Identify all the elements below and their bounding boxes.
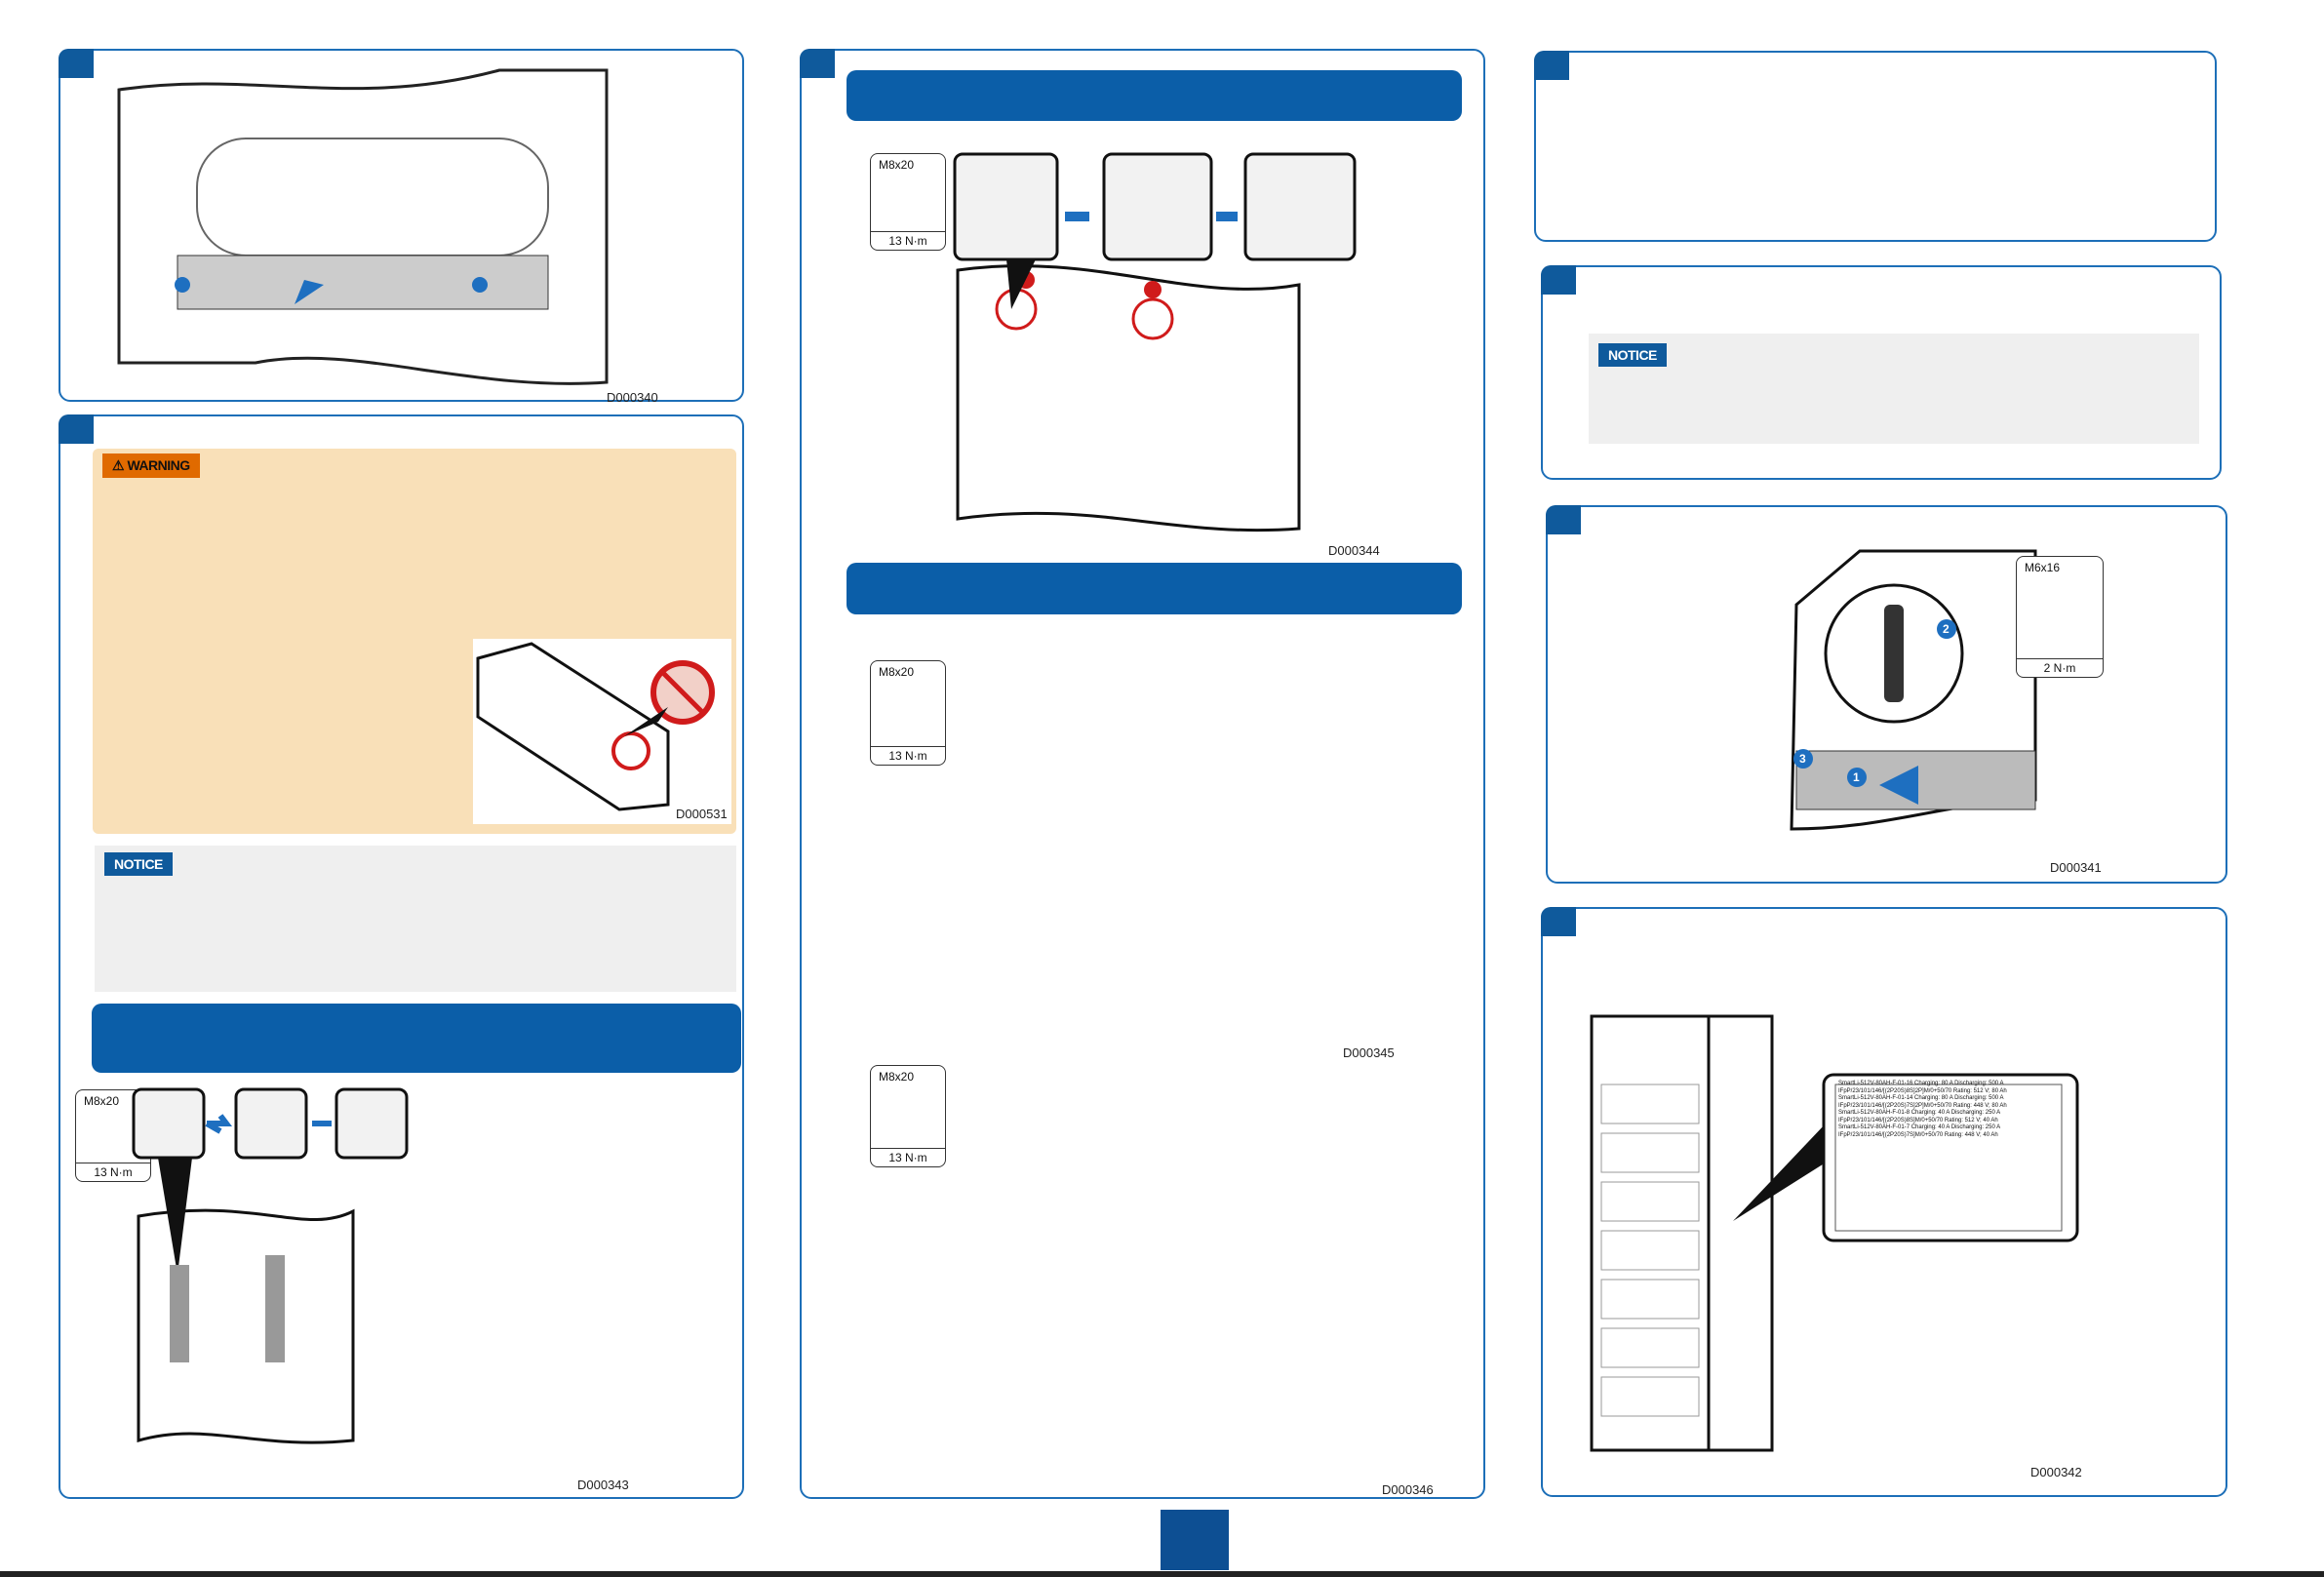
- step-marker: [59, 414, 94, 444]
- figure-id: D000346: [1382, 1482, 1434, 1497]
- step-panel-remove-cover: D000340: [59, 49, 744, 405]
- step-marker: [1541, 265, 1576, 295]
- bolt-size: M8x20: [879, 1070, 915, 1084]
- warning-badge: ⚠ WARNING: [102, 453, 200, 478]
- cabinet-cover-illustration: [117, 68, 609, 385]
- nameplate-row: IFpP/23/101/146/[(2P20S)8S]M/0+50/70 Rat…: [1838, 1117, 1998, 1124]
- figure-id: D000531: [676, 807, 728, 821]
- battery-module-illustration: D000531: [473, 639, 731, 824]
- nameplate-row: SmartLi-512V-80AH-F-01-16 Charging: 80 A…: [1838, 1081, 2004, 1086]
- nameplate-row: IFpP/23/101/146/[(2P20S)7S]M/0+50/70 Rat…: [1838, 1131, 1998, 1138]
- bolt-size: M8x20: [879, 158, 915, 172]
- figure-id: D000342: [2030, 1465, 2082, 1479]
- copper-bar-illustration: [132, 1087, 409, 1444]
- nameplate-row: SmartLi-512V-80AH-F-01-8 Charging: 40 A …: [1838, 1110, 2001, 1116]
- torque-value: 13 N·m: [871, 1148, 945, 1164]
- step-number-2: 2: [1943, 622, 1950, 636]
- section-banner-positive: [847, 70, 1462, 121]
- figure-id: D000340: [607, 390, 658, 405]
- figure-id: D000344: [1328, 543, 1380, 558]
- notice-badge: NOTICE: [1598, 343, 1667, 367]
- nameplate-row: SmartLi-512V-80AH-F-01-14 Charging: 80 A…: [1838, 1095, 2004, 1101]
- step-panel-text: [1534, 51, 2217, 242]
- torque-value: 13 N·m: [871, 746, 945, 763]
- tool-spec-m8: M8x20 13 N·m: [870, 660, 946, 766]
- cabinet-front-illustration: [1590, 1014, 2079, 1452]
- step-panel-nameplate: SmartLi-512V-80AH-F-01-16 Charging: 80 A…: [1541, 907, 2227, 1497]
- step-panel-warning: ⚠ WARNING D000531 NOTICE M8x20 13 N·m D0…: [59, 414, 744, 1499]
- step-panel-install-cover: 1 2 3 M6x16 2 N·m D000341: [1546, 505, 2227, 884]
- cable-illustrations: [953, 152, 1357, 532]
- step-panel-notice: NOTICE: [1541, 265, 2222, 480]
- step-marker: [1534, 51, 1569, 80]
- step-panel-cable-connection: M8x20 13 N·m D000344 M8x20 13 N·m D00034…: [800, 49, 1485, 1499]
- tool-spec-m8: M8x20 13 N·m: [870, 1065, 946, 1167]
- tool-spec-m6: M6x16 2 N·m: [2016, 556, 2104, 678]
- figure-id: D000341: [2050, 860, 2102, 875]
- bolt-size: M8x20: [879, 665, 915, 679]
- figure-id: D000345: [1343, 1045, 1395, 1060]
- nameplate-row: IFpP/23/101/146/[(2P20S)7S]2P]M/0+50/70 …: [1838, 1102, 2007, 1109]
- step-number-1: 1: [1853, 770, 1860, 784]
- bolt-size: M8x20: [84, 1094, 120, 1108]
- notice-box: NOTICE: [95, 846, 736, 992]
- page-number-box: [1161, 1510, 1229, 1570]
- step-marker: [1541, 907, 1576, 936]
- warning-box: ⚠ WARNING D000531: [93, 449, 736, 834]
- step-marker: [800, 49, 835, 78]
- footer-rule: [0, 1571, 2324, 1577]
- tool-spec-m8: M8x20 13 N·m: [870, 153, 946, 251]
- step-marker: [1546, 505, 1581, 534]
- step-number-3: 3: [1799, 752, 1806, 766]
- bolt-size: M6x16: [2025, 561, 2061, 574]
- breaker-cover-illustration: [1790, 549, 2037, 831]
- warning-label: WARNING: [127, 457, 190, 473]
- torque-value: 13 N·m: [76, 1163, 150, 1179]
- notice-badge: NOTICE: [104, 852, 173, 876]
- nameplate-row: SmartLi-512V-80AH-F-01-7 Charging: 40 A …: [1838, 1124, 2001, 1130]
- figure-id: D000343: [577, 1478, 629, 1492]
- torque-value: 13 N·m: [871, 231, 945, 248]
- notice-box: NOTICE: [1589, 334, 2199, 444]
- section-banner: [92, 1004, 741, 1073]
- section-banner-negative: [847, 563, 1462, 614]
- battery-nameplate: SmartLi-512V-80AH-F-01-16 Charging: 80 A…: [1838, 1081, 2053, 1139]
- step-marker: [59, 49, 94, 78]
- nameplate-row: IFpP/23/101/146/[(2P20S)8S]2P]M/0+50/70 …: [1838, 1087, 2007, 1094]
- torque-value: 2 N·m: [2017, 658, 2103, 675]
